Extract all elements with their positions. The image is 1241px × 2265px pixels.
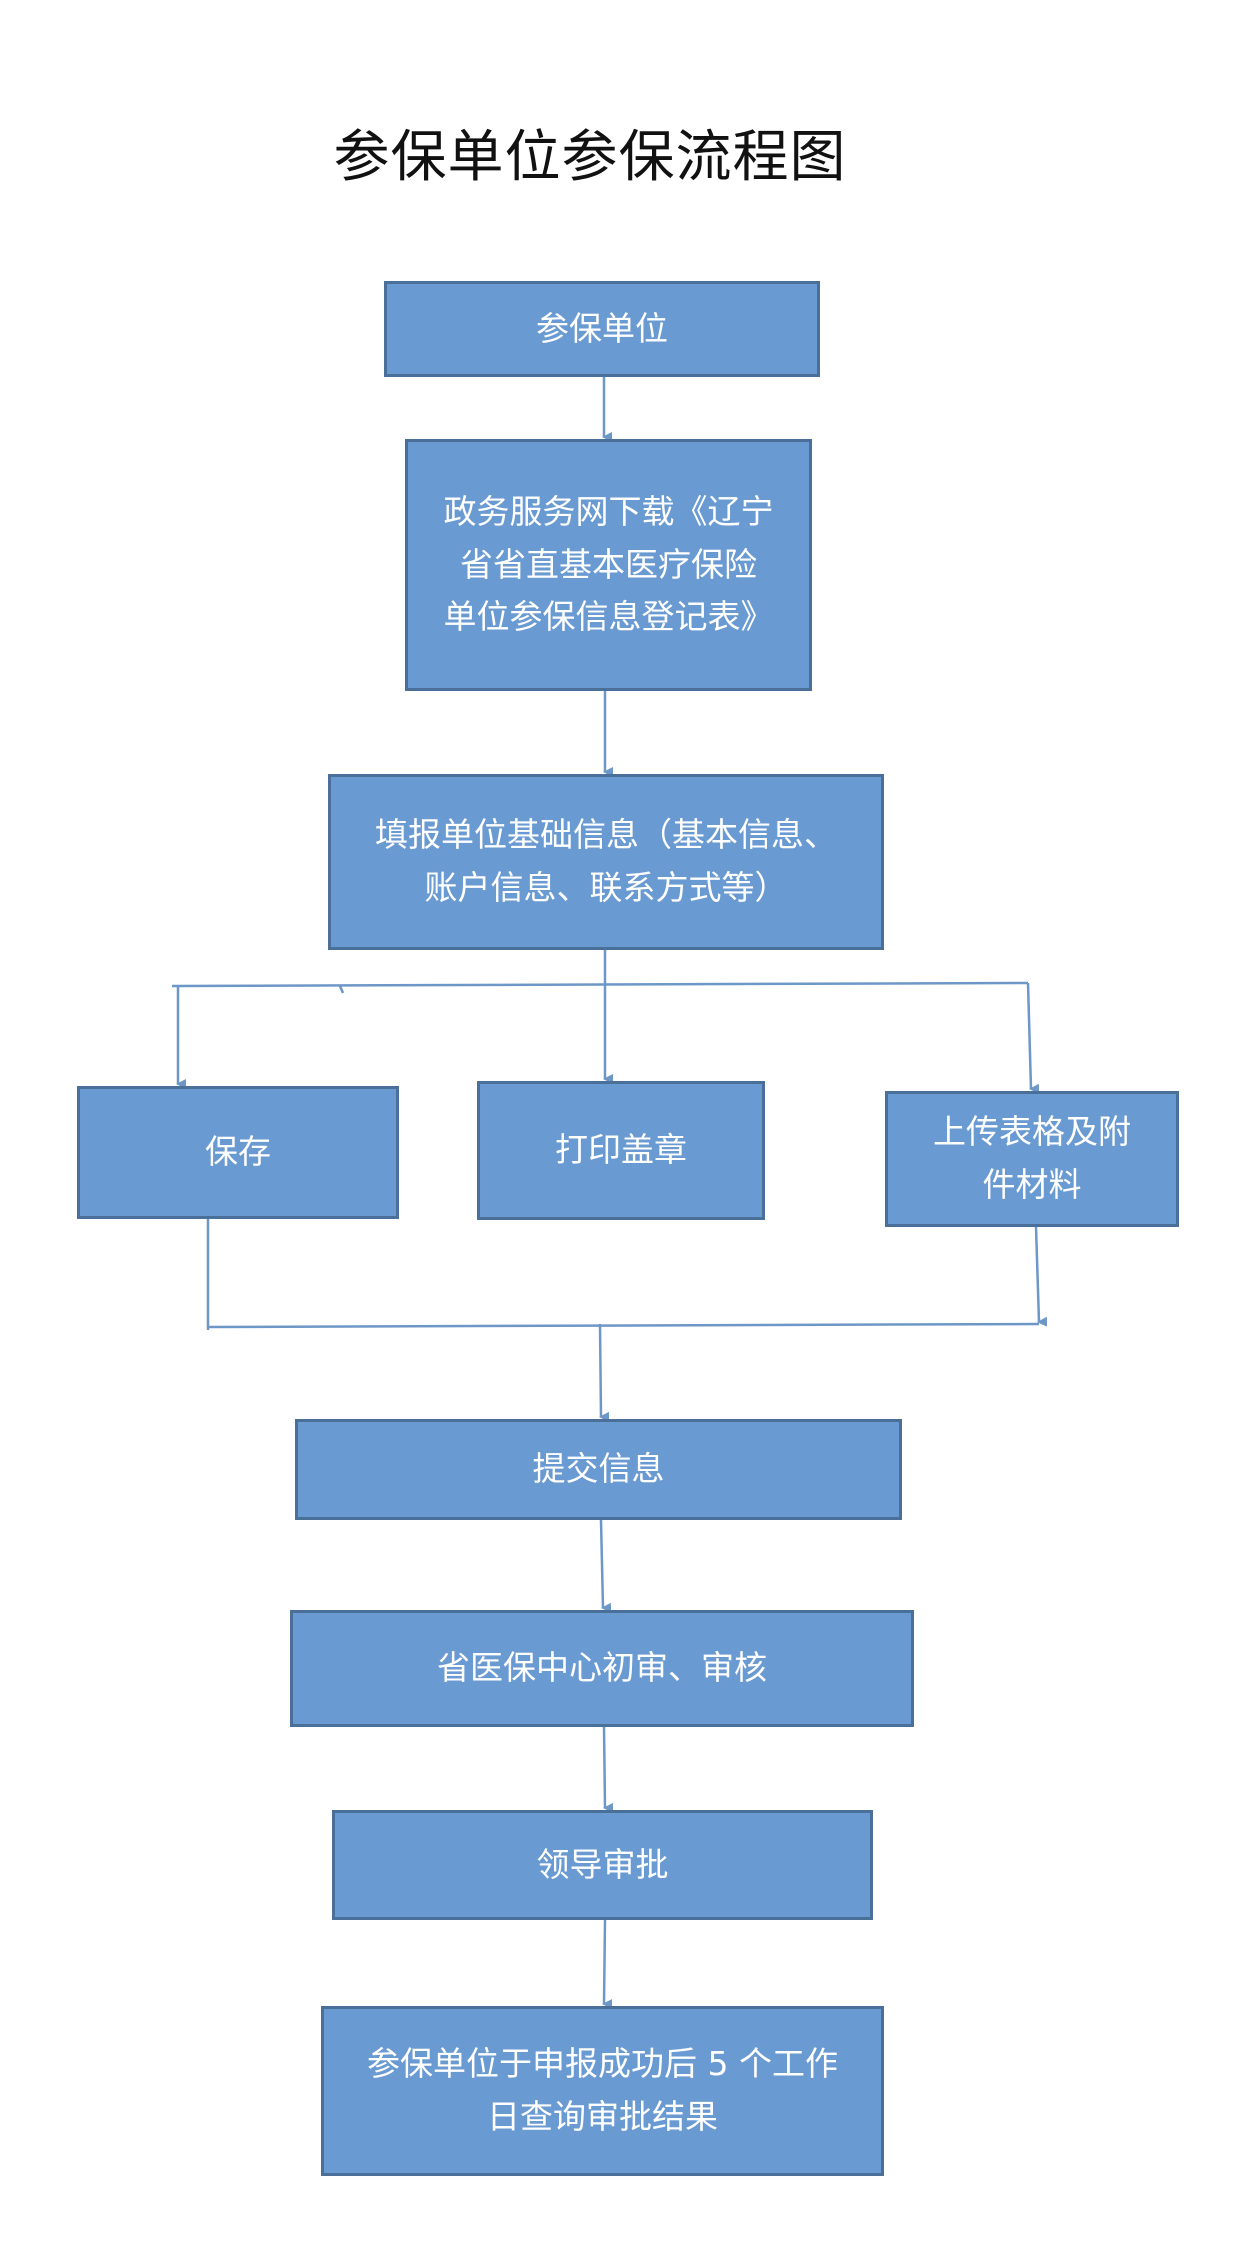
node-download-form: 政务服务网下载《辽宁 省省直基本医疗保险 单位参保信息登记表》	[405, 439, 812, 691]
node-result-line: 参保单位于申报成功后 5 个工作	[367, 2044, 838, 2084]
diagram-title: 参保单位参保流程图	[333, 125, 847, 190]
arrow-review-to-approve	[602, 1726, 614, 1813]
node-start-label: 参保单位	[536, 308, 668, 348]
node-submit-label: 提交信息	[532, 1449, 665, 1489]
node-print-label: 打印盖章	[555, 1130, 687, 1170]
line-branch-tick	[338, 985, 345, 994]
line-merge-bar	[207, 1322, 1040, 1329]
line-branch-bar	[171, 981, 1029, 988]
node-download-line: 省省直基本医疗保险	[460, 544, 757, 584]
node-upload-line: 件材料	[982, 1165, 1082, 1204]
node-upload-line: 上传表格及附	[933, 1112, 1131, 1152]
arrow-submit-to-review	[599, 1519, 612, 1613]
node-fill-line: 填报单位基础信息（基本信息、	[375, 815, 837, 855]
arrow-merge-to-submit	[598, 1323, 610, 1422]
node-download-line: 单位参保信息登记表》	[443, 597, 774, 637]
node-query-result: 参保单位于申报成功后 5 个工作 日查询审批结果	[321, 2006, 884, 2176]
arrow-branch-to-upload	[1026, 982, 1040, 1094]
node-save-label: 保存	[205, 1132, 271, 1172]
node-approve-label: 领导审批	[536, 1844, 669, 1884]
node-print-stamp: 打印盖章	[477, 1081, 765, 1220]
node-leader-approval: 领导审批	[332, 1810, 873, 1920]
arrow-approve-to-result	[602, 1919, 613, 2010]
node-download-line: 政务服务网下载《辽宁	[443, 491, 774, 531]
node-upload-materials: 上传表格及附 件材料	[885, 1091, 1179, 1227]
node-fill-line: 账户信息、联系方式等）	[424, 868, 788, 907]
node-start-unit: 参保单位	[384, 281, 820, 377]
node-save: 保存	[77, 1086, 399, 1219]
arrow-upload-down	[1034, 1226, 1048, 1327]
node-submit-info: 提交信息	[295, 1419, 902, 1520]
node-review-label: 省医保中心初审、审核	[437, 1648, 767, 1688]
node-fill-info: 填报单位基础信息（基本信息、 账户信息、联系方式等）	[328, 774, 884, 950]
node-center-review: 省医保中心初审、审核	[290, 1610, 914, 1727]
node-result-line: 日查询审批结果	[486, 2097, 718, 2136]
